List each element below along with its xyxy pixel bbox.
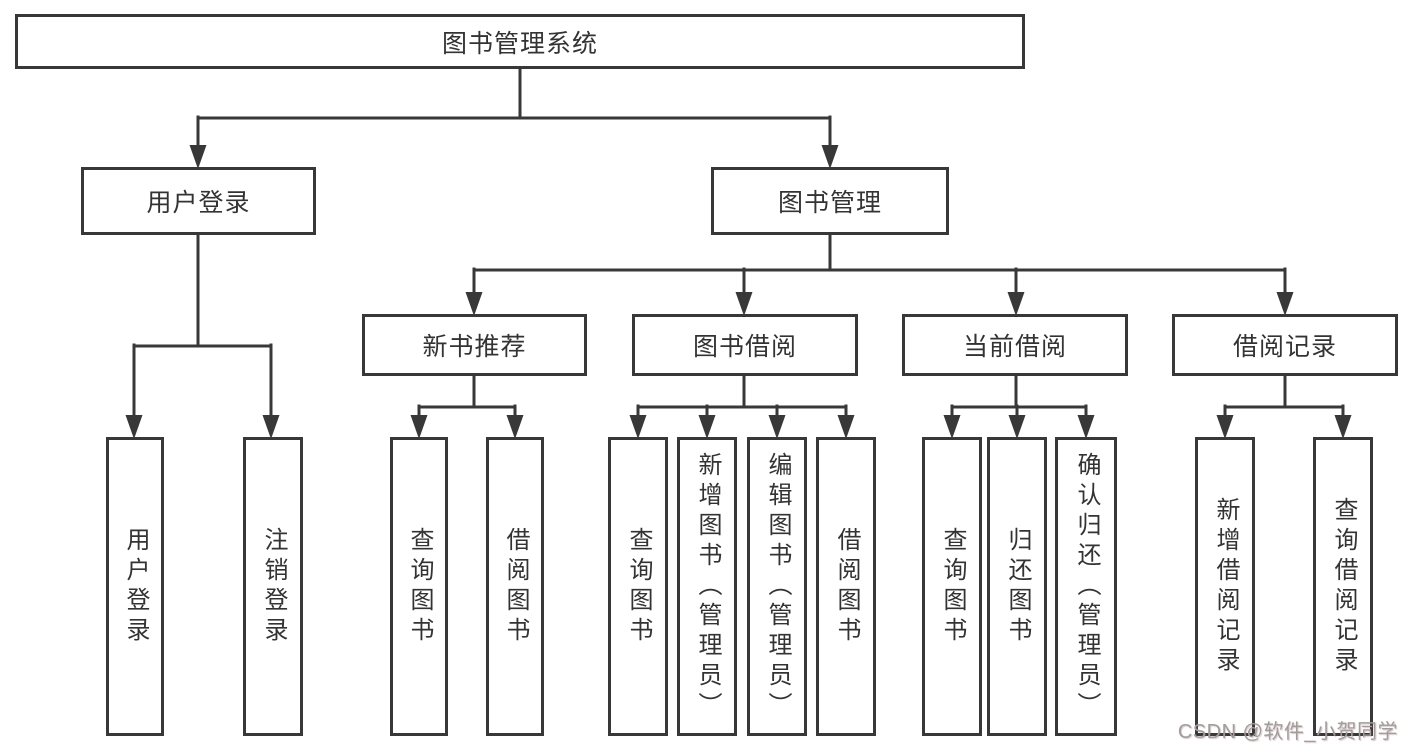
leaf-add-book-admin-label: 新增图书（管理员）	[694, 451, 721, 722]
leaf-edit-book-admin-label: 编辑图书（管理员）	[764, 451, 791, 722]
arrowheads	[125, 145, 1352, 439]
leaf-add-borrow-record-label: 新增借阅记录	[1212, 496, 1239, 677]
node-current-borrow-label: 当前借阅	[962, 333, 1067, 361]
edge-book-borrow-to-leaves	[636, 374, 848, 418]
leaf-query-book-current-label: 查询图书	[939, 526, 966, 647]
node-borrow-records-label: 借阅记录	[1232, 333, 1337, 361]
node-current-borrow: 当前借阅	[902, 314, 1128, 376]
edge-user-login-to-leaves	[132, 233, 273, 418]
leaf-edit-book-admin: 编辑图书（管理员）	[747, 437, 807, 736]
arrow-down-icon	[506, 415, 524, 439]
leaf-query-book-borrow-label: 查询图书	[625, 526, 652, 647]
arrow-down-icon	[1216, 415, 1234, 439]
leaf-query-book-borrow: 查询图书	[608, 437, 668, 736]
node-book-borrow: 图书借阅	[632, 314, 858, 376]
leaf-logout-label: 注销登录	[260, 526, 287, 647]
leaf-borrow-book-recommend: 借阅图书	[486, 437, 544, 736]
leaf-query-borrow-record-label: 查询借阅记录	[1330, 496, 1357, 677]
arrow-down-icon	[629, 415, 647, 439]
leaf-confirm-return-admin: 确认归还（管理员）	[1055, 437, 1117, 736]
edge-new-book-recommend-to-leaves	[417, 374, 517, 418]
leaf-query-book-current: 查询图书	[922, 437, 982, 736]
csdn-watermark: CSDN @软件_小贺同学	[1177, 721, 1398, 743]
arrow-down-icon	[837, 415, 855, 439]
arrow-down-icon	[1334, 415, 1352, 439]
leaf-logout: 注销登录	[243, 437, 303, 736]
arrow-down-icon	[698, 415, 716, 439]
node-borrow-records: 借阅记录	[1172, 314, 1398, 376]
arrow-down-icon	[125, 415, 143, 439]
leaf-confirm-return-admin-label: 确认归还（管理员）	[1073, 451, 1100, 722]
leaf-query-book-recommend-label: 查询图书	[406, 526, 433, 647]
node-root-label: 图书管理系统	[441, 29, 598, 58]
leaf-borrow-book-label: 借阅图书	[833, 526, 860, 647]
leaf-query-borrow-record: 查询借阅记录	[1313, 437, 1373, 736]
node-user-login: 用户登录	[81, 167, 316, 235]
arrow-down-icon	[943, 415, 961, 439]
arrow-down-icon	[1008, 415, 1026, 439]
arrow-down-icon	[1077, 415, 1095, 439]
leaf-return-book-label: 归还图书	[1004, 526, 1031, 647]
edge-current-borrow-to-leaves	[950, 374, 1088, 418]
node-user-login-label: 用户登录	[146, 189, 251, 217]
node-book-borrow-label: 图书借阅	[692, 333, 797, 361]
node-new-book-recommend-label: 新书推荐	[422, 333, 527, 361]
leaf-borrow-book: 借阅图书	[816, 437, 876, 736]
arrow-down-icon	[262, 415, 280, 439]
node-book-management-label: 图书管理	[777, 189, 882, 217]
leaf-user-login-label: 用户登录	[122, 526, 149, 647]
node-root: 图书管理系统	[15, 14, 1025, 69]
arrow-down-icon	[735, 292, 753, 316]
leaf-borrow-book-recommend-label: 借阅图书	[502, 526, 529, 647]
leaf-return-book: 归还图书	[987, 437, 1047, 736]
edge-book-management-to-level3	[472, 233, 1287, 295]
arrow-down-icon	[1276, 292, 1294, 316]
arrow-down-icon	[821, 145, 839, 169]
leaf-add-book-admin: 新增图书（管理员）	[677, 437, 737, 736]
leaf-user-login: 用户登录	[106, 437, 164, 736]
edge-root-to-level2	[196, 67, 832, 148]
edge-borrow-records-to-leaves	[1223, 374, 1345, 418]
node-new-book-recommend: 新书推荐	[362, 314, 587, 376]
arrow-down-icon	[768, 415, 786, 439]
arrow-down-icon	[410, 415, 428, 439]
arrow-down-icon	[1007, 292, 1025, 316]
arrow-down-icon	[189, 145, 207, 169]
leaf-add-borrow-record: 新增借阅记录	[1195, 437, 1255, 736]
node-book-management: 图书管理	[711, 167, 949, 235]
leaf-query-book-recommend: 查询图书	[390, 437, 448, 736]
arrow-down-icon	[465, 292, 483, 316]
